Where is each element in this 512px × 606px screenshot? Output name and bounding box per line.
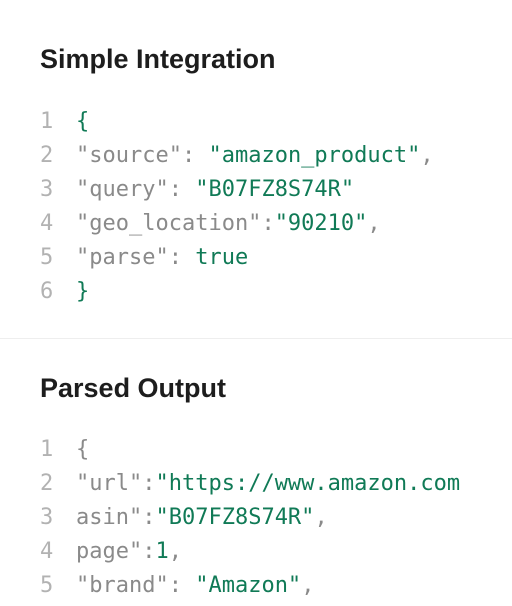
json-key: "source" xyxy=(76,143,182,168)
json-key: "brand" xyxy=(76,573,169,598)
json-punctuation: : xyxy=(261,211,275,236)
json-key: "parse" xyxy=(76,245,169,270)
code-line: 1{ xyxy=(40,433,460,467)
line-number: 4 xyxy=(40,211,54,236)
json-punctuation: , xyxy=(367,211,381,236)
json-punctuation: : xyxy=(168,573,196,598)
code-line: 3 asin":"B07FZ8S74R", xyxy=(40,501,460,535)
json-key: { xyxy=(76,437,90,462)
code-line: 5 "parse": true xyxy=(40,241,434,275)
json-punctuation: : xyxy=(181,143,209,168)
json-punctuation: : xyxy=(168,177,196,202)
code-text: "brand": "Amazon", xyxy=(76,569,314,603)
line-number: 6 xyxy=(40,279,54,304)
json-punctuation: : xyxy=(142,505,156,530)
code-text: } xyxy=(76,275,89,309)
code-text: "source": "amazon_product", xyxy=(76,139,434,173)
json-value: { xyxy=(76,109,90,134)
code-line: 3 "query": "B07FZ8S74R" xyxy=(40,173,434,207)
json-punctuation: : xyxy=(142,471,156,496)
line-number: 5 xyxy=(40,573,54,598)
code-text: page":1, xyxy=(76,535,182,569)
line-number: 3 xyxy=(40,177,54,202)
json-value: "B07FZ8S74R" xyxy=(155,505,315,530)
simple-integration-section: Simple Integration 1{2"source": "amazon_… xyxy=(40,44,434,309)
json-value: "https://www.amazon.com xyxy=(155,471,461,496)
code-text: { xyxy=(76,433,89,467)
simple-integration-title: Simple Integration xyxy=(40,44,276,74)
line-number: 3 xyxy=(40,505,54,530)
line-number: 2 xyxy=(40,143,54,168)
json-key: "url" xyxy=(76,471,143,496)
code-line: 5 "brand": "Amazon", xyxy=(40,569,460,603)
line-number: 2 xyxy=(40,471,54,496)
json-punctuation: , xyxy=(168,539,182,564)
code-line: 4 "geo_location":"90210", xyxy=(40,207,434,241)
code-line: 2 "url":"https://www.amazon.com xyxy=(40,467,460,501)
json-key: asin" xyxy=(76,505,143,530)
code-text: "parse": true xyxy=(76,241,248,275)
json-value: 1 xyxy=(155,539,169,564)
line-number: 1 xyxy=(40,109,54,134)
json-key: "geo_location" xyxy=(76,211,262,236)
code-line: 2 "source": "amazon_product", xyxy=(40,139,434,173)
parsed-output-section: Parsed Output 1{2"url":"https://www.amaz… xyxy=(0,340,512,606)
code-line: 4 page":1, xyxy=(40,535,460,569)
json-punctuation: , xyxy=(314,505,328,530)
request-code-block: 1{2"source": "amazon_product",3"query": … xyxy=(40,105,434,309)
json-punctuation: : xyxy=(168,245,196,270)
json-value: true xyxy=(195,245,249,270)
json-value: "B07FZ8S74R" xyxy=(195,177,355,202)
json-value: } xyxy=(76,279,90,304)
code-text: asin":"B07FZ8S74R", xyxy=(76,501,328,535)
json-punctuation: , xyxy=(420,143,434,168)
json-value: "90210" xyxy=(274,211,368,236)
json-key: page" xyxy=(76,539,143,564)
code-text: "query": "B07FZ8S74R" xyxy=(76,173,354,207)
code-text: "url":"https://www.amazon.com xyxy=(76,467,460,501)
json-punctuation: , xyxy=(301,573,315,598)
code-line: 1{ xyxy=(40,105,434,139)
json-value: "Amazon" xyxy=(195,573,302,598)
code-text: "geo_location":"90210", xyxy=(76,207,381,241)
json-value: "amazon_product" xyxy=(208,143,421,168)
json-key: "query" xyxy=(76,177,169,202)
section-divider xyxy=(0,338,512,339)
line-number: 4 xyxy=(40,539,54,564)
code-line: 6} xyxy=(40,275,434,309)
line-number: 5 xyxy=(40,245,54,270)
line-number: 1 xyxy=(40,437,54,462)
parsed-output-title: Parsed Output xyxy=(40,373,227,403)
code-text: { xyxy=(76,105,89,139)
json-punctuation: : xyxy=(142,539,156,564)
